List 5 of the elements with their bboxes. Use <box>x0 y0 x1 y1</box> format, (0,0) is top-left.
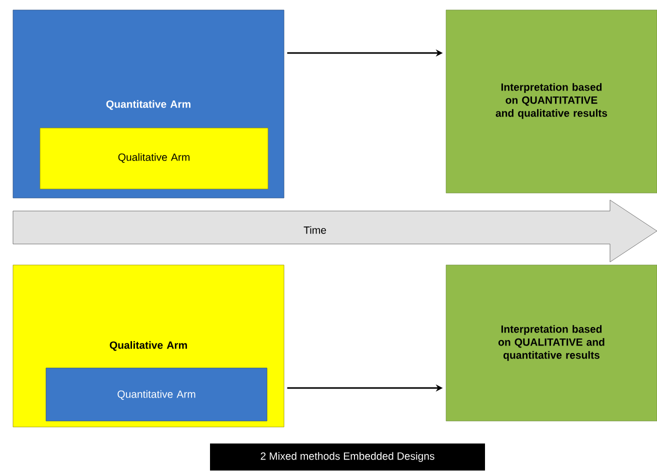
interpretation-box: Interpretation based on QUANTITATIVE and qualitative results <box>446 10 657 194</box>
embedded-arm-box: Quantitative Arm <box>46 368 268 422</box>
embedded-arm-box: Qualitative Arm <box>40 128 268 190</box>
interpretation-box: Interpretation based on QUALITATIVE and quantitative results <box>446 264 657 422</box>
caption-banner: 2 Mixed methods Embedded Designs <box>210 444 485 470</box>
